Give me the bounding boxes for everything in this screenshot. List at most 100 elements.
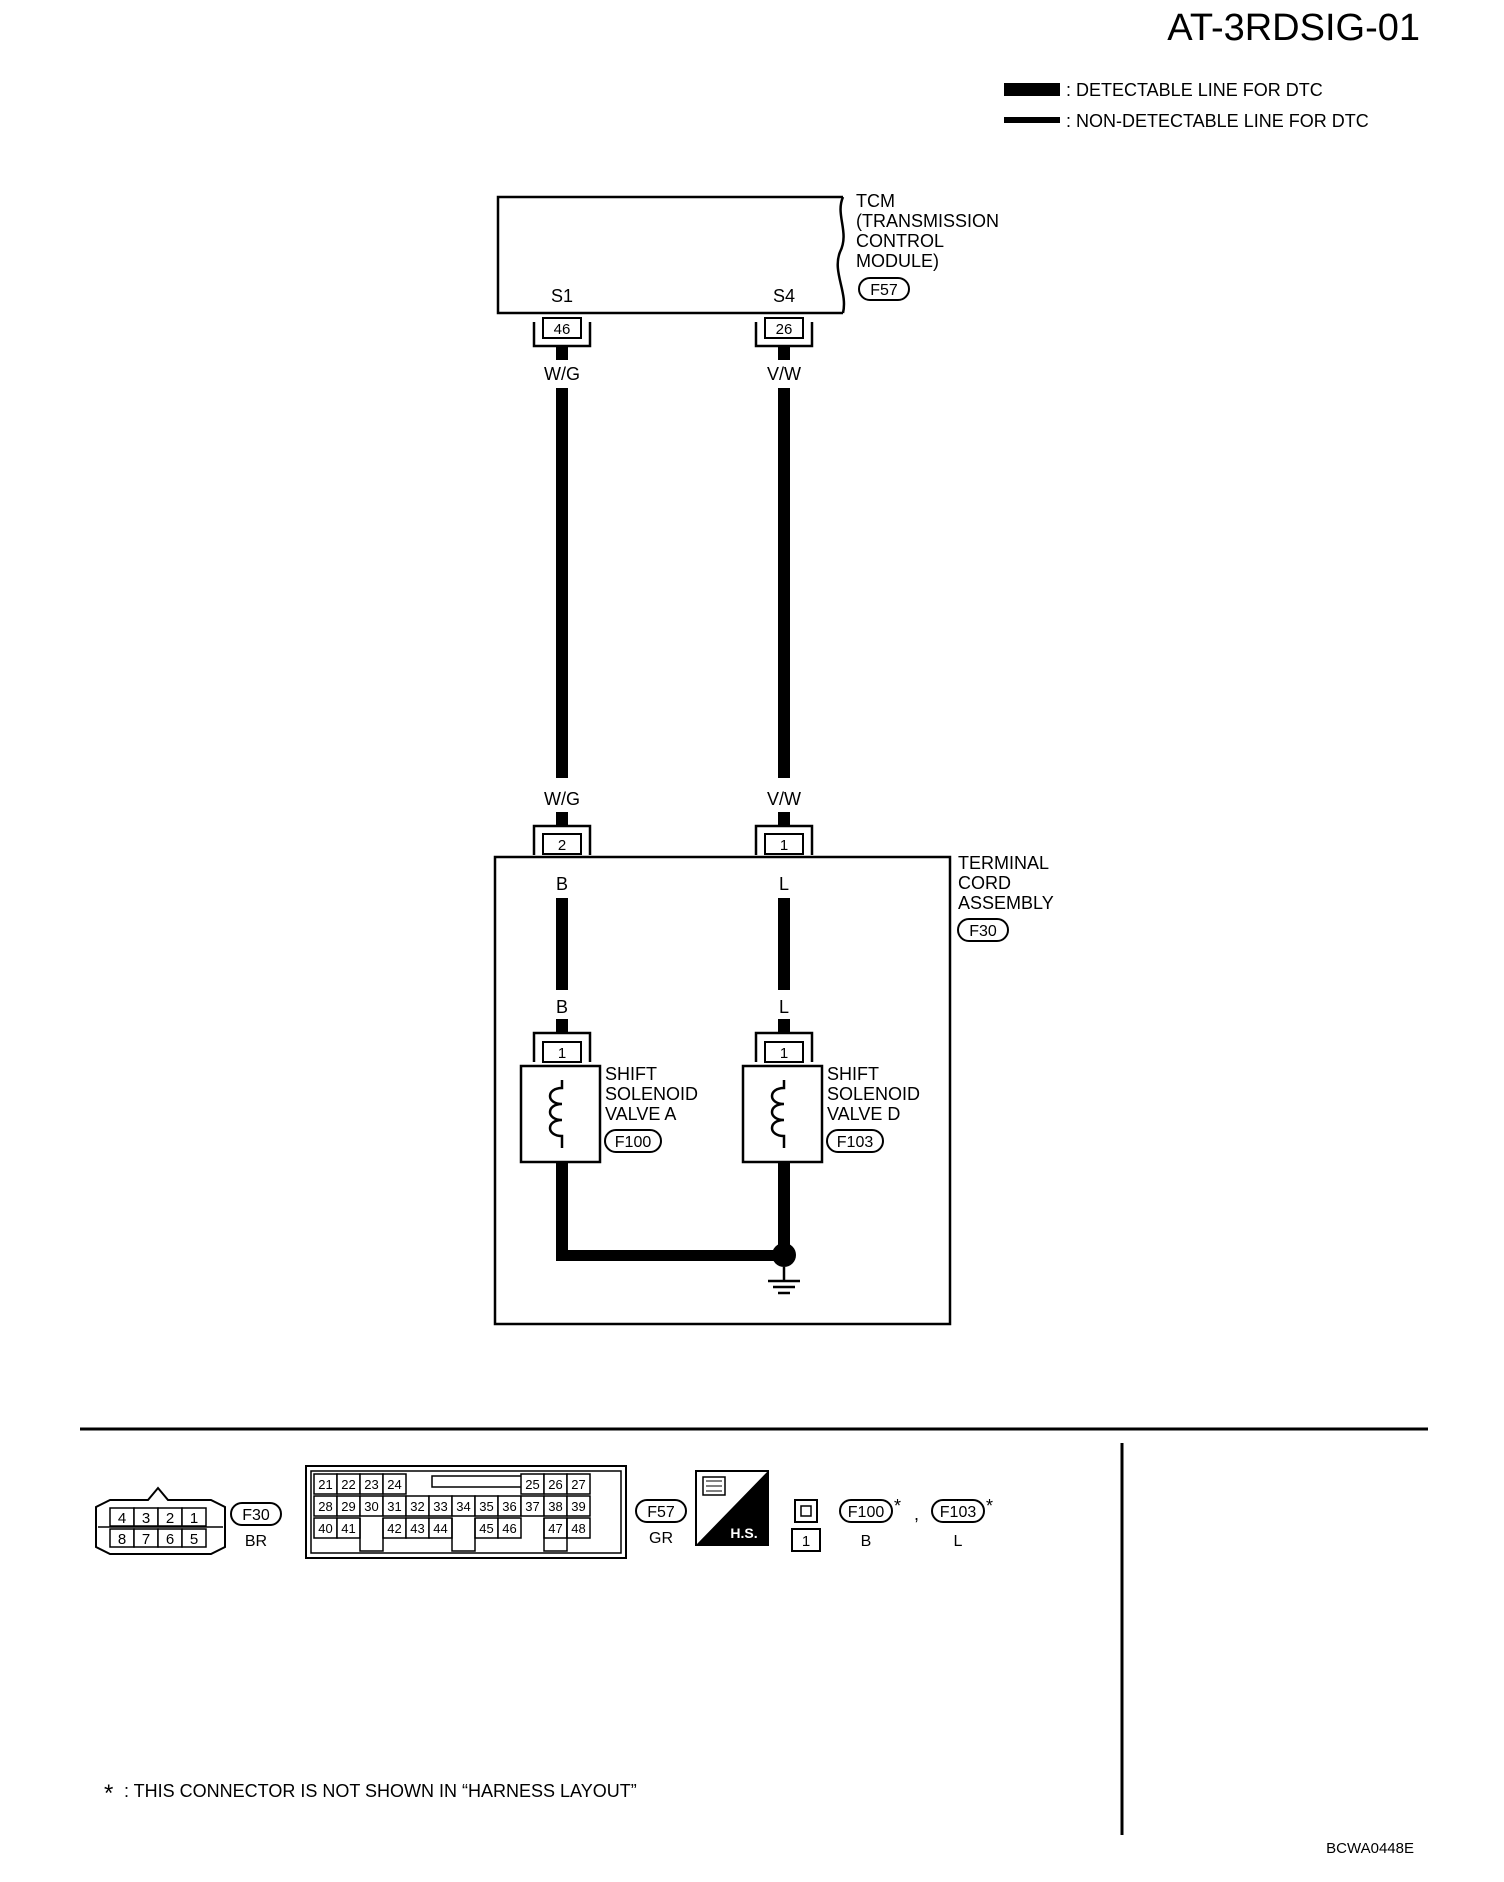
connector-f57-pin: 48: [571, 1521, 585, 1536]
terminal-cord-box: [493, 855, 952, 1326]
wire-l: [778, 898, 790, 990]
tcm-pin-26: 26: [754, 317, 814, 348]
connector-f30-pin: 6: [166, 1531, 174, 1548]
connector-single-pin-number: 1: [802, 1533, 810, 1550]
svg-text:1: 1: [558, 1045, 566, 1062]
connector-f57-pin: 24: [387, 1477, 401, 1492]
terminal-cord-pin-2: 2: [532, 824, 592, 855]
legend-non-detectable-label: : NON-DETECTABLE LINE FOR DTC: [1066, 111, 1369, 131]
connector-f57-pin: 47: [548, 1521, 562, 1536]
wire-color-l-bottom: L: [779, 997, 789, 1017]
connector-f57-pin: 34: [456, 1499, 470, 1514]
connector-f30-face: 4 3 2 1 8 7 6 5: [95, 1486, 226, 1555]
wire-b-stub: [556, 1019, 568, 1033]
connector-f57-pin: 41: [341, 1521, 355, 1536]
wire-color-wg-top: W/G: [544, 364, 580, 384]
harness-side-label: H.S.: [730, 1525, 757, 1541]
ground-junction: [772, 1243, 796, 1267]
wire-color-wg-bottom: W/G: [544, 789, 580, 809]
terminal-cord-pin-1: 1: [754, 824, 814, 855]
connector-f57-badge: [635, 1499, 687, 1523]
figure-code: BCWA0448E: [1326, 1840, 1414, 1857]
connector-f57-key: [543, 1518, 568, 1552]
connector-f57-pin: 43: [410, 1521, 424, 1536]
solenoid-d-connector-id: F103: [837, 1134, 874, 1151]
wire-l-stub: [778, 1019, 790, 1033]
connector-f57-pin: 38: [548, 1499, 562, 1514]
tcm-label-line: MODULE): [856, 251, 939, 271]
wire-wg: [556, 388, 568, 778]
solenoid-a-connector-badge: [604, 1129, 662, 1153]
solenoid-a-connector: 1: [532, 1031, 592, 1063]
connector-f103-id: F103: [940, 1504, 977, 1521]
wire-wg-stub-top: [556, 346, 568, 360]
wire-wg-stub-bottom: [556, 812, 568, 826]
connector-list-comma: ,: [914, 1504, 919, 1524]
terminal-cord-label-line: ASSEMBLY: [958, 893, 1054, 913]
connector-f57-pin: 21: [318, 1477, 332, 1492]
tcm-pin-46: 46: [532, 317, 592, 348]
tcm-label: TCM (TRANSMISSION CONTROL MODULE): [856, 191, 999, 271]
solenoid-a-coil-icon: [548, 1080, 564, 1148]
connector-f57-pin: 22: [341, 1477, 355, 1492]
wire-color-b-bottom: B: [556, 997, 568, 1017]
connector-f57-color: GR: [649, 1530, 673, 1547]
connector-f30-pin: 1: [190, 1510, 198, 1527]
footnote-symbol: *: [104, 1780, 113, 1807]
connector-f30-badge: [230, 1502, 282, 1526]
connector-f57-key: [451, 1518, 476, 1552]
solenoid-a-label: SHIFT SOLENOID VALVE A: [605, 1064, 698, 1124]
connector-f30-pin: 8: [118, 1531, 126, 1548]
connector-f103-color: L: [954, 1533, 963, 1550]
wire-color-vw-top: V/W: [767, 364, 801, 384]
tcm-terminal-s1: S1: [551, 286, 573, 306]
footnote-text: : THIS CONNECTOR IS NOT SHOWN IN “HARNES…: [124, 1781, 637, 1801]
tcm-label-line: (TRANSMISSION: [856, 211, 999, 231]
connector-f57-pin-cell: [566, 1473, 591, 1495]
legend-detectable-label: : DETECTABLE LINE FOR DTC: [1066, 80, 1323, 100]
tcm-connector-badge: [858, 277, 910, 301]
terminal-cord-label-line: TERMINAL: [958, 853, 1049, 873]
connector-f103-badge: [931, 1499, 985, 1523]
connector-single-pin-face: 1: [791, 1499, 821, 1552]
solenoid-d-label-line: VALVE D: [827, 1104, 900, 1124]
connector-f57-pin: 36: [502, 1499, 516, 1514]
solenoid-a-connector-id: F100: [615, 1134, 652, 1151]
connector-f30-pin: 7: [142, 1531, 150, 1548]
connector-f30-pin: 2: [166, 1510, 174, 1527]
ground-wire-d-vertical: [778, 1162, 790, 1248]
ground-icon: [768, 1267, 800, 1295]
solenoid-d-connector-badge: [826, 1129, 884, 1153]
solenoid-a-label-line: VALVE A: [605, 1104, 676, 1124]
tcm-box: [496, 195, 843, 315]
wire-b: [556, 898, 568, 990]
connector-f57-pin: 32: [410, 1499, 424, 1514]
connector-f57-pin: 27: [571, 1477, 585, 1492]
connector-f57-pin: 46: [502, 1521, 516, 1536]
connector-f30-pin: 3: [142, 1510, 150, 1527]
connector-f57-pin: 30: [364, 1499, 378, 1514]
connector-f57-pin: 42: [387, 1521, 401, 1536]
solenoid-d-label-line: SHIFT: [827, 1064, 879, 1084]
legend-non-detectable-swatch: [1004, 117, 1060, 123]
solenoid-a-label-line: SOLENOID: [605, 1084, 698, 1104]
connector-f57-key: [359, 1518, 384, 1552]
ground-wire-horizontal: [556, 1250, 784, 1261]
solenoid-a-label-line: SHIFT: [605, 1064, 657, 1084]
connector-f57-pin: 39: [571, 1499, 585, 1514]
connector-f57-pin: 31: [387, 1499, 401, 1514]
connector-f100-badge: [839, 1499, 893, 1523]
connector-f57-pin-cell: [497, 1517, 522, 1539]
connector-f100-id: F100: [848, 1504, 885, 1521]
svg-text:1: 1: [780, 837, 788, 854]
tcm-terminal-s4: S4: [773, 286, 795, 306]
connector-f57-pin: 37: [525, 1499, 539, 1514]
connector-f57-pin: 25: [525, 1477, 539, 1492]
solenoid-a-body: [519, 1064, 602, 1164]
connector-f100-asterisk: *: [894, 1496, 901, 1516]
connector-f30-pin: 5: [190, 1531, 198, 1548]
solenoid-d-label: SHIFT SOLENOID VALVE D: [827, 1064, 920, 1124]
svg-text:26: 26: [776, 321, 793, 338]
connector-f57-pin-cell: [382, 1473, 407, 1495]
